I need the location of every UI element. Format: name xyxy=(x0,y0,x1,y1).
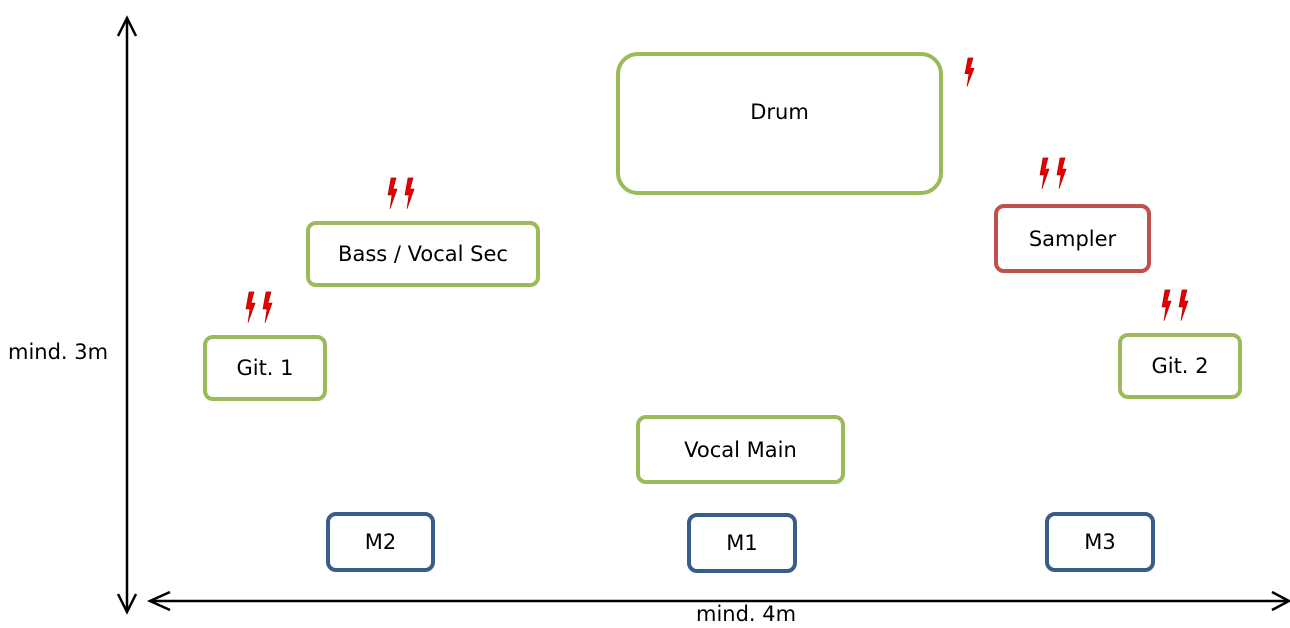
lightning-bolt-icon xyxy=(1161,289,1172,322)
bass-vocal-sec-label: Bass / Vocal Sec xyxy=(338,242,508,266)
vocal-main-position: Vocal Main xyxy=(636,415,845,484)
vocal-main-label: Vocal Main xyxy=(684,437,797,462)
git1-position: Git. 1 xyxy=(203,335,327,401)
sampler-label: Sampler xyxy=(1028,226,1117,251)
monitor-m1-label: M1 xyxy=(726,531,758,555)
width-arrow-head-right xyxy=(1271,590,1290,612)
lightning-bolt-icon xyxy=(245,291,256,324)
monitor-m3-label: M3 xyxy=(1084,530,1116,554)
git2-position: Git. 2 xyxy=(1118,333,1242,399)
monitor-m2: M2 xyxy=(326,512,435,572)
monitor-m3: M3 xyxy=(1045,512,1155,572)
sampler-position: Sampler xyxy=(994,204,1151,273)
git1-label: Git. 1 xyxy=(236,356,294,380)
drum-label: Drum xyxy=(750,100,809,124)
lightning-bolt-icon xyxy=(262,291,273,324)
lightning-bolt-icon xyxy=(1178,289,1189,322)
lightning-bolt-icon xyxy=(404,177,415,210)
width-dimension-label: mind. 4m xyxy=(696,602,797,626)
lightning-bolt-icon xyxy=(1039,157,1050,190)
lightning-bolt-icon xyxy=(387,177,398,210)
height-dimension-label: mind. 3m xyxy=(8,340,109,364)
height-arrow-head-top xyxy=(116,15,138,37)
git2-label: Git. 2 xyxy=(1151,354,1209,378)
drum-position: Drum xyxy=(616,52,943,195)
height-arrow-head-bottom xyxy=(116,593,138,615)
monitor-m1: M1 xyxy=(687,513,797,573)
width-arrow-head-left xyxy=(146,590,171,612)
lightning-bolt-icon xyxy=(964,57,975,88)
monitor-m2-label: M2 xyxy=(364,530,397,554)
bass-vocal-sec-position: Bass / Vocal Sec xyxy=(306,221,540,287)
lightning-bolt-icon xyxy=(1056,157,1067,190)
